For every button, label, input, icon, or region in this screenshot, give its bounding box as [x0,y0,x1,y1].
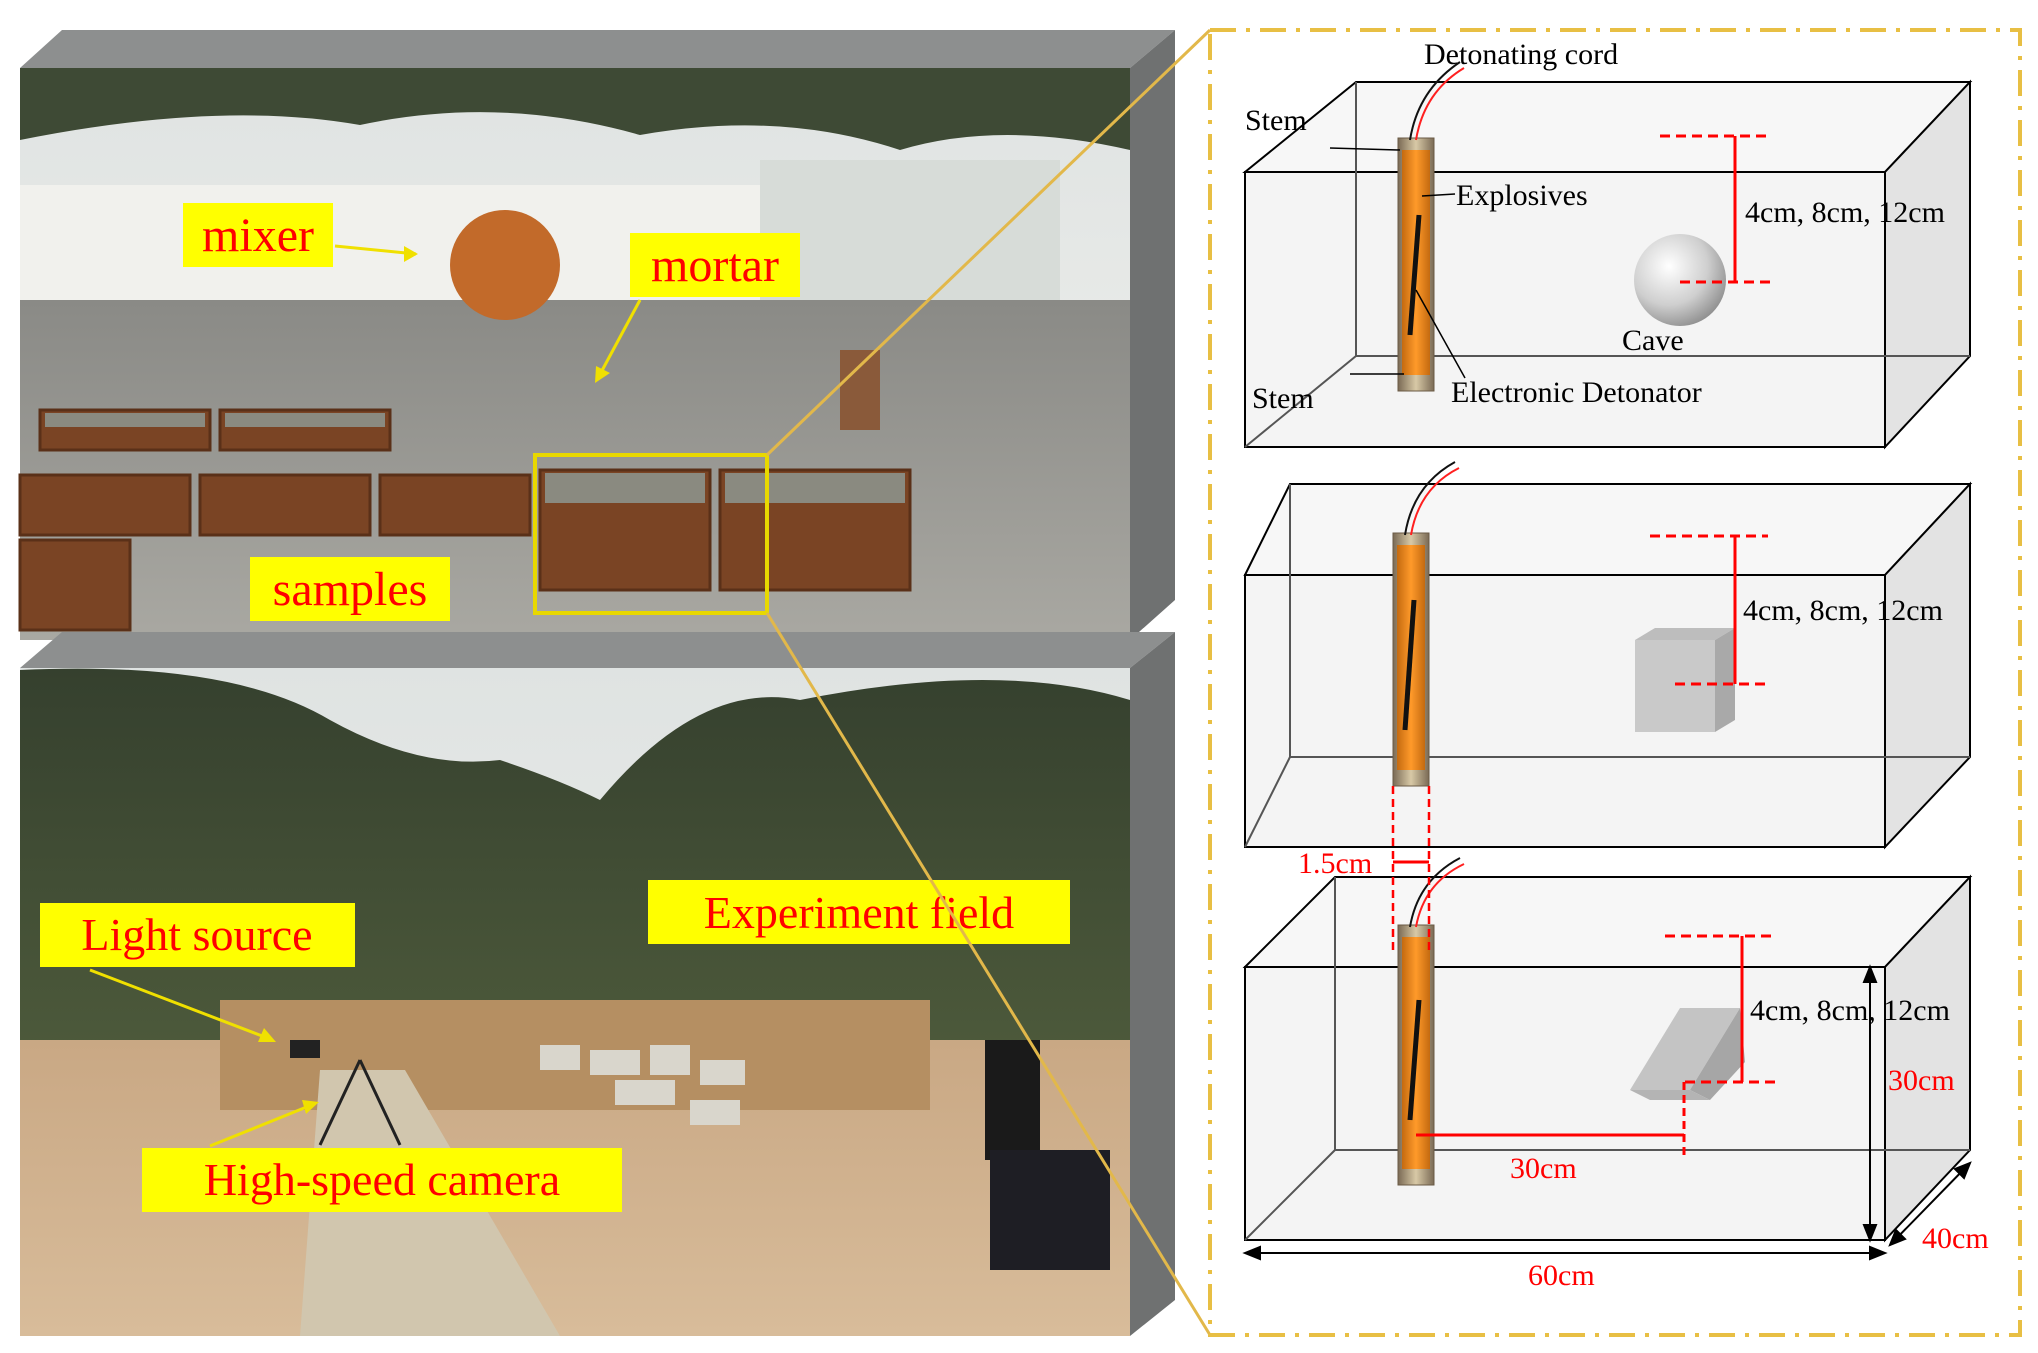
svg-text:mortar: mortar [651,239,779,292]
top-photo [18,68,1130,640]
depth-label: 40cm [1922,1222,1989,1255]
bottom-photo-panel: Light source Experiment field High-speed… [20,632,1175,1336]
detonating-cord-label: Detonating cord [1424,38,1618,71]
diagram-dashed-frame [1208,28,2022,1337]
cube-cave [1635,628,1735,732]
explosives-pointer [1421,193,1456,197]
bottom-photo [20,668,1130,1336]
svg-text:mixer: mixer [202,209,314,262]
bottom-frame-right-face [1130,632,1175,1336]
stem-bottom-label: Stem [1252,382,1314,415]
distance-label: 30cm [1510,1152,1577,1185]
connector-bottom [765,612,1212,1336]
top-model-box: Detonating cord Stem Explosives 4cm, 8cm… [1242,38,1973,450]
mixer-label: mixer [183,203,418,267]
stem-top-pointer [1329,147,1401,151]
height-label: 30cm [1888,1064,1955,1097]
bottom-model-box: 4cm, 8cm, 12cm 1.5cm 30cm 30cm 60cm 40cm [1242,786,1989,1292]
bottom-frame-top-face [20,632,1175,668]
svg-text:High-speed camera: High-speed camera [204,1154,560,1205]
detonator-pointer [1415,289,1466,379]
top-frame-top-face [20,30,1175,68]
depth-marker-top [1660,134,1770,284]
svg-text:Light source: Light source [81,909,312,960]
depths-middle-label: 4cm, 8cm, 12cm [1743,594,1943,627]
stem-top-label: Stem [1245,104,1307,137]
svg-text:samples: samples [273,563,428,616]
depth-marker-bottom [1665,934,1775,1084]
depths-bottom-label: 4cm, 8cm, 12cm [1750,994,1950,1027]
sphere-cave [1634,234,1726,326]
mortar-label: mortar [595,233,800,383]
top-frame-right-face [1130,30,1175,640]
borehole-bottom [1397,857,1465,1186]
distance-marker [1416,1082,1686,1160]
depths-top-label: 4cm, 8cm, 12cm [1745,196,1945,229]
svg-text:Experiment field: Experiment field [704,887,1014,938]
borehole-middle [1392,461,1460,787]
high-speed-camera-label: High-speed camera [142,1100,622,1212]
light-source-label: Light source [40,903,355,1042]
middle-model-box: 4cm, 8cm, 12cm [1243,461,1973,850]
borehole-top [1397,61,1465,392]
top-photo-panel: mixer mortar samples [18,30,1175,640]
prism-cave [1630,1008,1745,1100]
samples-label: samples [250,557,450,621]
overall-dimension-lines [1242,964,1972,1261]
electronic-detonator-label: Electronic Detonator [1451,376,1702,409]
hole-diameter-label: 1.5cm [1298,847,1372,880]
explosives-label: Explosives [1456,179,1588,212]
hole-diameter-dims [1391,786,1431,950]
width-label: 60cm [1528,1259,1595,1292]
connector-lines [765,28,1212,1336]
depth-marker-middle [1650,534,1768,686]
samples-highlight-box [533,453,769,615]
cave-label: Cave [1622,324,1684,357]
connector-top [765,28,1212,457]
experiment-field-label: Experiment field [648,880,1070,944]
